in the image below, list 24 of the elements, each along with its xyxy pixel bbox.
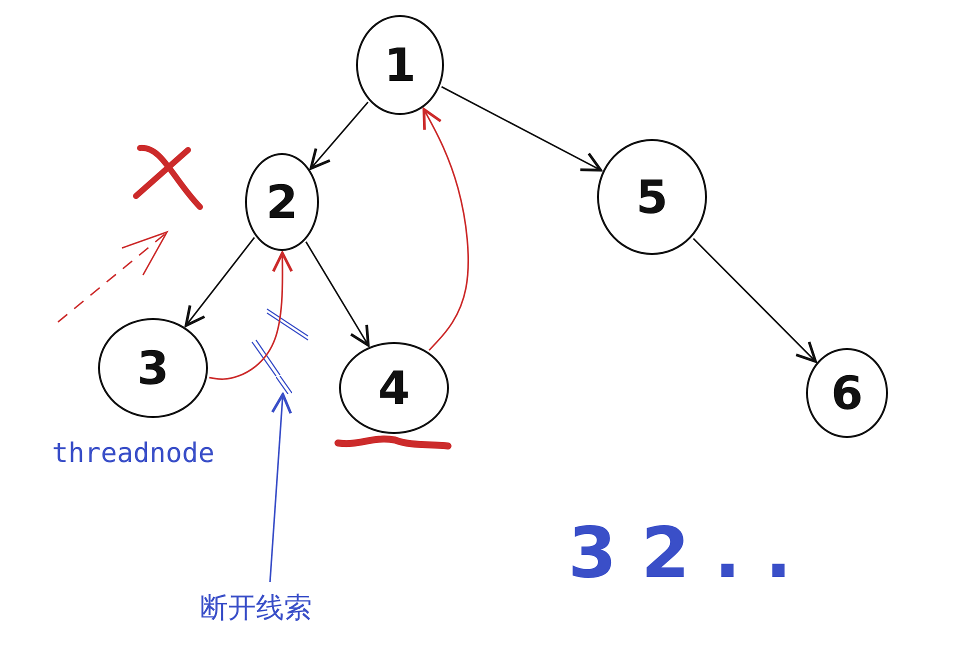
tree-node-circle xyxy=(356,15,444,115)
node-number: 6 xyxy=(830,370,863,416)
tree-node-circle xyxy=(98,318,208,418)
tree-edge-arrow xyxy=(441,86,602,172)
tree-edge-arrow xyxy=(305,241,370,347)
node-number: 4 xyxy=(378,365,410,411)
tree-node-circle xyxy=(597,139,707,255)
tree-edge-arrow xyxy=(209,252,293,380)
node-number: 1 xyxy=(384,42,416,88)
break-mark xyxy=(276,376,292,394)
tree-node-circle xyxy=(339,342,449,434)
code-label: threadnode xyxy=(52,440,215,467)
annotation-text: 断开线索 xyxy=(200,590,312,626)
node-number: 2 xyxy=(266,179,298,225)
node-number: 3 xyxy=(136,345,169,391)
tree-edge-arrow xyxy=(422,108,469,351)
tree-edge-arrow xyxy=(692,238,817,363)
tree-edge-arrow xyxy=(269,392,292,582)
tree-edge-arrow xyxy=(184,237,256,327)
node-number: 5 xyxy=(636,174,668,220)
tree-edge-arrow xyxy=(310,102,369,170)
handwritten-sequence: 3 2 . . xyxy=(568,518,792,588)
tree-node-circle xyxy=(806,348,888,438)
tree-node-circle xyxy=(245,153,319,251)
